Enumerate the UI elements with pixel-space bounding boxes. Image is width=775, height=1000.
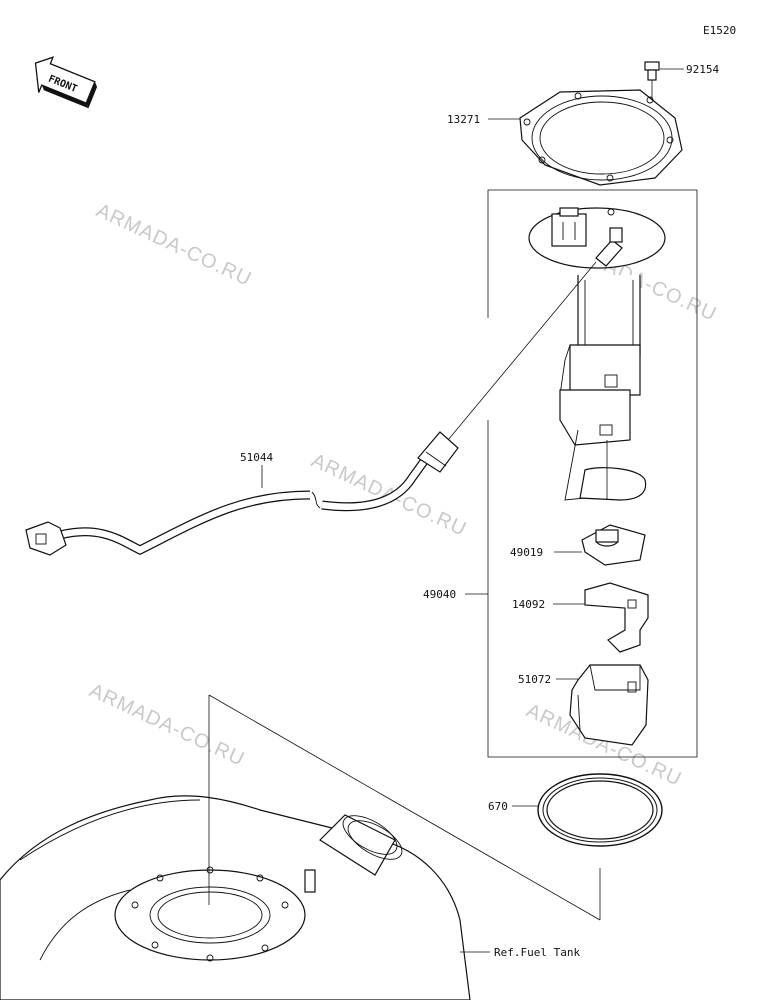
- filter-sock-part[interactable]: [579, 440, 647, 501]
- o-ring-part[interactable]: [537, 773, 663, 847]
- label-fuel-pump-assy: 49040: [423, 588, 456, 601]
- gasket-plate-part[interactable]: [519, 89, 683, 186]
- bolt-part[interactable]: [644, 61, 660, 100]
- label-bolt: 92154: [686, 63, 719, 76]
- fuel-pump-part[interactable]: [528, 207, 666, 501]
- front-arrow-icon: FRONT: [34, 56, 98, 109]
- label-bracket: 14092: [512, 598, 545, 611]
- bracket-part[interactable]: [584, 582, 649, 653]
- filter-part[interactable]: [581, 524, 646, 566]
- diagram-code: E1520: [703, 24, 736, 37]
- connector-leader: [447, 261, 597, 441]
- label-o-ring: 670: [488, 800, 508, 813]
- fuel-tank-part: [0, 795, 471, 1000]
- label-hose: 51044: [240, 451, 273, 464]
- watermark-1: ARMADA-CO.RU: [93, 200, 255, 291]
- hose-part[interactable]: [25, 431, 459, 556]
- case-part[interactable]: [569, 664, 649, 746]
- label-reference: Ref.Fuel Tank: [494, 946, 580, 959]
- label-gasket-plate: 13271: [447, 113, 480, 126]
- label-filter: 49019: [510, 546, 543, 559]
- watermark-4: ARMADA-CO.RU: [86, 680, 248, 771]
- label-case: 51072: [518, 673, 551, 686]
